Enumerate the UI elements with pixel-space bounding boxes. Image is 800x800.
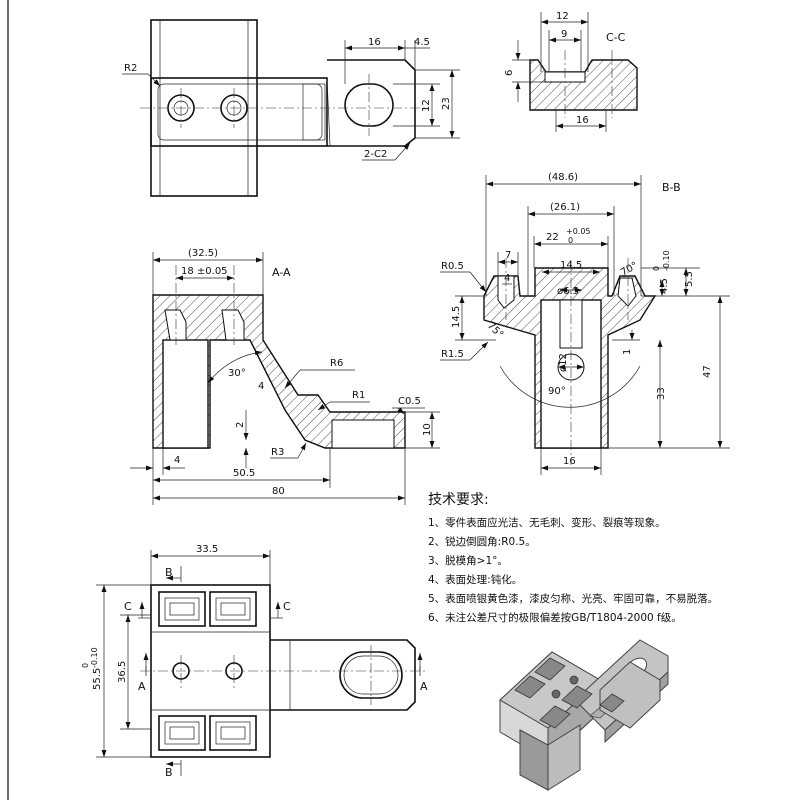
bb-dim-r1-5: R1.5 (441, 349, 464, 360)
bb-dim-phi12: ø12 (558, 353, 569, 372)
isometric-view (499, 639, 669, 791)
bb-dim-4: 4 (504, 273, 510, 284)
section-aa: A-A (32.5) 18 ±0.05 R6 R1 C0.5 30° 4 10 … (130, 248, 440, 505)
front-dim-55-5: 55.5 (92, 668, 103, 690)
bb-dim-22: 22 (546, 232, 559, 243)
section-bb: B-B (48.6) (26.1) 22 +0.05 0 7 4 14.5 ø (440, 172, 730, 475)
cc-dim-16: 16 (576, 115, 589, 126)
requirement-5: 5、表面喷银黄色漆，漆皮匀称、光亮、牢固可靠，不易脱落。 (428, 592, 718, 605)
bb-dim-14-5: 14.5 (560, 260, 582, 271)
aa-dim-10: 10 (422, 423, 433, 436)
bb-dim-47: 47 (702, 365, 713, 378)
aa-dim-4-wall: 4 (258, 381, 264, 392)
aa-dim-30deg: 30° (228, 368, 246, 379)
aa-title: A-A (272, 266, 291, 279)
top-dim-12: 12 (421, 99, 432, 112)
aa-dim-c0-5: C0.5 (398, 396, 421, 407)
bb-dim-phi6-5: ø6.5 (557, 286, 579, 297)
cc-dim-6: 6 (504, 70, 515, 76)
bb-dim-90deg: 90° (548, 386, 566, 397)
bb-dim-r0-5: R0.5 (441, 261, 464, 272)
bb-dim-14-5-vertical: 14.5 (451, 306, 462, 328)
aa-dim-50-5: 50.5 (233, 468, 255, 479)
front-marker-c-right: C (283, 600, 291, 613)
front-marker-a-right: A (420, 680, 428, 693)
requirement-6: 6、未注公差尺寸的极限偏差按GB/T1804-2000 f级。 (428, 611, 682, 624)
bb-dim-5-5: 5.5 (684, 271, 695, 287)
bb-dim-48-6: (48.6) (548, 172, 578, 183)
bb-tol-4-5-lower: -0.10 (662, 250, 671, 271)
aa-dim-r6: R6 (330, 358, 343, 369)
top-dim-r2: R2 (124, 63, 137, 74)
front-view: 33.5 36.5 55.5 0 -0.10 B B C C A A (81, 544, 428, 779)
aa-dim-r1: R1 (352, 390, 365, 401)
bb-tol-4-5-upper: 0 (652, 266, 661, 271)
bottom-pocket-right (209, 715, 257, 751)
top-dim-4-5: 4.5 (414, 37, 430, 48)
bb-dim-4-5: 4.5 (659, 278, 670, 294)
aa-dim-r3: R3 (271, 447, 284, 458)
top-dim-2-c2: 2-C2 (364, 149, 387, 160)
bb-title: B-B (662, 181, 681, 194)
aa-dim-32-5: (32.5) (188, 248, 218, 259)
front-marker-c-left: C (124, 600, 132, 613)
requirement-2: 2、锐边倒圆角:R0.5。 (428, 535, 536, 548)
cc-dim-9: 9 (561, 29, 567, 40)
section-cc: C-C 12 9 6 16 (504, 11, 638, 132)
requirements-title: 技术要求: (428, 492, 489, 508)
technical-requirements: 技术要求: 1、零件表面应光洁、无毛刺、变形、裂痕等现象。 2、锐边倒圆角:R0… (428, 492, 718, 624)
front-dim-36-5: 36.5 (117, 661, 128, 683)
front-marker-a-left: A (138, 680, 146, 693)
front-tol-55-lower: -0.10 (90, 647, 99, 668)
bottom-pocket-left (158, 715, 206, 751)
bb-dim-16: 16 (563, 456, 576, 467)
bb-dim-33: 33 (656, 387, 667, 400)
bb-dim-1: 1 (622, 349, 633, 355)
requirement-3: 3、脱模角>1°。 (428, 554, 508, 567)
front-marker-b-top: B (165, 566, 173, 579)
aa-dim-80: 80 (272, 486, 285, 497)
aa-dim-4-base: 4 (174, 455, 180, 466)
cc-title: C-C (606, 31, 626, 44)
bb-dim-7: 7 (505, 250, 511, 261)
top-dim-23: 23 (441, 97, 452, 110)
bb-dim-26-1: (26.1) (550, 202, 580, 213)
top-pocket-left (158, 591, 206, 627)
aa-dim-18: 18 ±0.05 (181, 266, 228, 277)
cc-dim-12: 12 (556, 11, 569, 22)
top-pocket-right (209, 591, 257, 627)
top-dim-16: 16 (368, 37, 381, 48)
aa-dim-2: 2 (235, 422, 246, 428)
requirement-4: 4、表面处理:钝化。 (428, 573, 522, 586)
requirement-1: 1、零件表面应光洁、无毛刺、变形、裂痕等现象。 (428, 516, 666, 529)
front-dim-33-5: 33.5 (196, 544, 218, 555)
top-view: 16 4.5 12 23 R2 2-C2 (122, 19, 460, 197)
bb-tol-22-lower: 0 (568, 236, 573, 245)
front-tol-55-upper: 0 (81, 663, 90, 668)
front-marker-b-bottom: B (165, 766, 173, 779)
bb-tol-22-upper: +0.05 (566, 227, 591, 236)
